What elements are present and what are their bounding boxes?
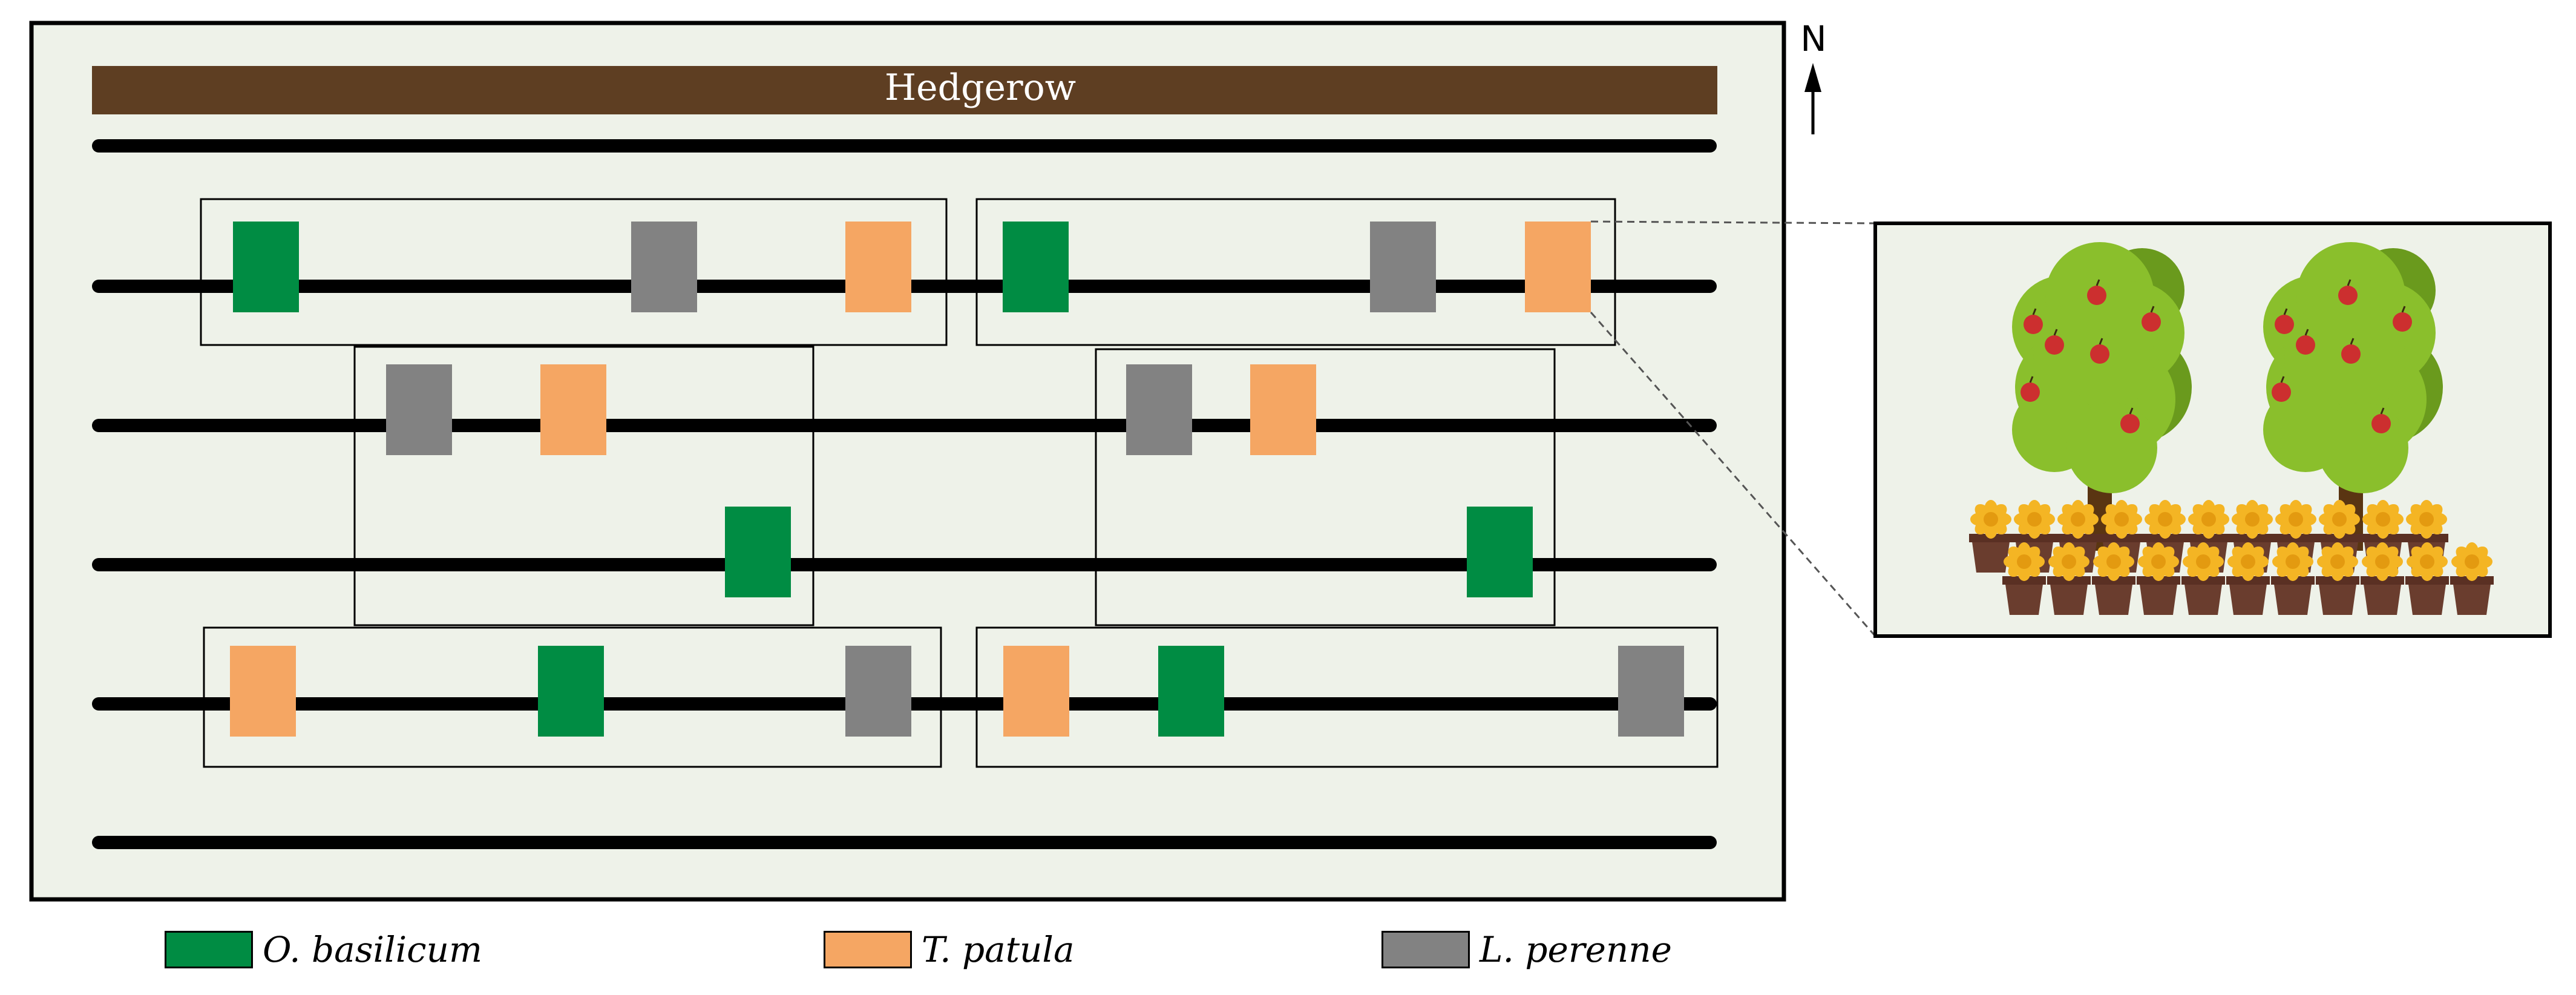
inset-flowers: [1969, 500, 2494, 615]
marigold-pot-icon: [2047, 542, 2091, 615]
plot-basilicum: [725, 507, 791, 597]
apple-tree-icon: [2012, 242, 2192, 551]
legend-item-patula: T. patula: [824, 929, 1075, 970]
legend-swatch-perenne: [1381, 931, 1470, 968]
plot-basilicum: [1003, 222, 1069, 312]
plot-perenne: [845, 646, 911, 737]
marigold-pot-icon: [2316, 542, 2359, 615]
north-arrow: N: [1800, 18, 1827, 134]
patula-plots: [230, 222, 1591, 737]
hedgerow-band: [92, 66, 1717, 114]
zoom-line-top: [1590, 220, 1876, 225]
marigold-pot-icon: [2002, 542, 2046, 615]
marigold-pot-icon: [2226, 542, 2270, 615]
field-plot: [29, 21, 1786, 902]
marigold-pot-icon: [2137, 542, 2180, 615]
block-3: [353, 346, 814, 626]
north-label: N: [1800, 18, 1826, 59]
plot-basilicum: [233, 222, 299, 312]
plot-patula: [540, 364, 606, 455]
marigold-pot-icon: [2450, 542, 2494, 615]
plot-perenne: [386, 364, 452, 455]
replicate-blocks: [200, 198, 1719, 768]
marigold-pot-icon: [1969, 500, 2013, 573]
marigold-pot-icon: [2271, 542, 2315, 615]
plot-basilicum: [538, 646, 604, 737]
plot-patula: [230, 646, 296, 737]
legend-swatch-patula: [824, 931, 912, 968]
marigold-pot-icon: [2181, 542, 2225, 615]
plot-perenne: [1126, 364, 1192, 455]
block-6: [975, 626, 1719, 768]
hedgerow-label: Hedgerow: [885, 67, 1076, 109]
legend-item-basilicum: O. basilicum: [165, 929, 482, 970]
plot-patula: [1525, 222, 1591, 312]
legend-label-perenne: L. perenne: [1480, 929, 1672, 970]
block-2: [975, 198, 1616, 346]
plot-patula: [1003, 646, 1069, 737]
plot-perenne: [1618, 646, 1684, 737]
marigold-pot-icon: [2092, 542, 2135, 615]
legend-label-basilicum: O. basilicum: [263, 929, 482, 970]
legend-item-perenne: L. perenne: [1381, 929, 1672, 970]
block-1: [200, 198, 948, 346]
plot-basilicum: [1158, 646, 1224, 737]
zoom-connector: [1590, 220, 1876, 637]
north-arrow-head: [1804, 63, 1821, 92]
plot-perenne: [631, 222, 697, 312]
basilicum-plots: [233, 222, 1533, 737]
block-4: [1095, 348, 1556, 626]
marigold-pot-icon: [2361, 542, 2404, 615]
plot-patula: [845, 222, 911, 312]
perenne-plots: [386, 222, 1684, 737]
marigold-pot-icon: [2405, 542, 2449, 615]
legend-label-patula: T. patula: [922, 929, 1075, 970]
plot-basilicum: [1467, 507, 1533, 597]
block-5: [203, 626, 942, 768]
legend-swatch-basilicum: [165, 931, 253, 968]
plot-perenne: [1370, 222, 1436, 312]
plot-patula: [1250, 364, 1316, 455]
